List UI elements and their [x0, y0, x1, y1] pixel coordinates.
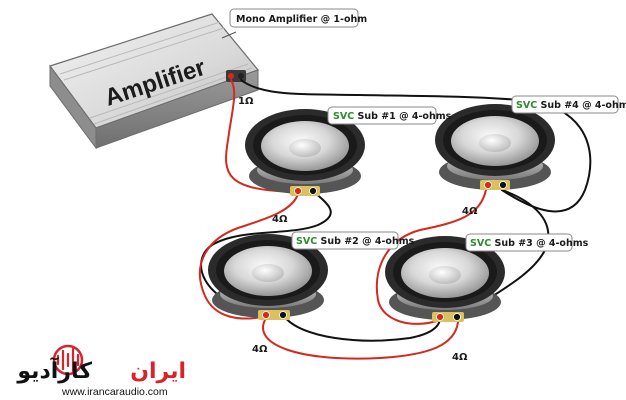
- brand-name-black: کارآدیو: [16, 356, 92, 384]
- svg-text:کارآدیو: کارآدیو: [16, 356, 92, 384]
- svg-text:SVC Sub #2 @ 4-ohms: SVC Sub #2 @ 4-ohms: [296, 236, 415, 247]
- sub4-callout: SVC Sub #4 @ 4-ohms: [511, 95, 626, 114]
- sub2-callout: SVC Sub #2 @ 4-ohms: [291, 231, 415, 250]
- amplifier-callout-text: Mono Amplifier @ 1-ohm: [236, 14, 367, 25]
- sub4-impedance: 4Ω: [462, 206, 478, 217]
- amplifier-output-impedance: 1Ω: [238, 96, 254, 107]
- sub1-callout: SVC Sub #1 @ 4-ohms: [327, 106, 452, 125]
- subwoofer-1: [245, 109, 365, 196]
- subwoofer-3: [385, 236, 505, 322]
- brand-logo: کارآدیو ایران www.irancaraudio.com: [16, 344, 186, 398]
- amplifier: Amplifier: [49, 13, 260, 150]
- sub4-type: SVC: [516, 100, 537, 111]
- sub4-label: Sub #4 @ 4-ohms: [537, 100, 626, 111]
- subwoofer-2: [208, 234, 328, 320]
- svg-text:SVC Sub #3 @ 4-ohms: SVC Sub #3 @ 4-ohms: [470, 238, 589, 249]
- brand-url: www.irancaraudio.com: [61, 386, 168, 398]
- sub1-type: SVC: [333, 111, 354, 122]
- brand-name-red: ایران: [130, 359, 186, 384]
- amplifier-callout: Mono Amplifier @ 1-ohm: [221, 8, 367, 39]
- sub1-label: Sub #1 @ 4-ohms: [354, 111, 451, 122]
- sub1-impedance: 4Ω: [272, 214, 288, 225]
- svg-text:SVC Sub #1 @ 4-ohms: SVC Sub #1 @ 4-ohms: [333, 111, 452, 122]
- speaker-wave-icon: [52, 344, 84, 376]
- sub2-label: Sub #2 @ 4-ohms: [317, 236, 414, 247]
- sub2-impedance: 4Ω: [252, 344, 268, 355]
- amplifier-terminals: [226, 70, 246, 82]
- sub3-callout: SVC Sub #3 @ 4-ohms: [465, 233, 589, 252]
- sub3-type: SVC: [470, 238, 491, 249]
- sub3-impedance: 4Ω: [452, 352, 468, 363]
- sub2-type: SVC: [296, 236, 317, 247]
- svg-text:ایران: ایران: [130, 359, 186, 384]
- subwoofer-4: [435, 104, 555, 190]
- sub3-label: Sub #3 @ 4-ohms: [491, 238, 588, 249]
- svg-text:SVC Sub #4 @ 4-ohms: SVC Sub #4 @ 4-ohms: [516, 100, 626, 111]
